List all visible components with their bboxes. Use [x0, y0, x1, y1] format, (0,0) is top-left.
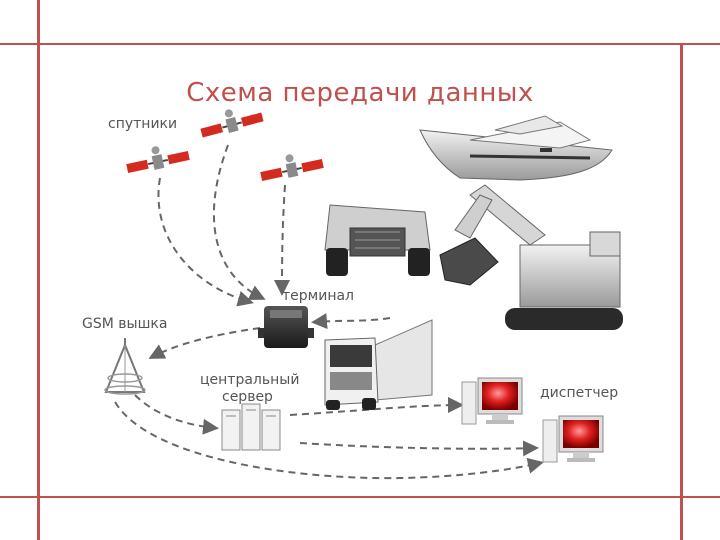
satellite-icon — [125, 146, 191, 175]
dispatcher-label: диспетчер — [540, 385, 619, 401]
satellite-icon — [199, 109, 265, 139]
diagram-title: Схема передачи данных — [186, 78, 534, 108]
gps-terminal-icon — [258, 306, 314, 348]
frame-line-right — [680, 43, 683, 540]
excavator-icon — [439, 184, 623, 330]
central-server-label-line2: сервер — [222, 389, 273, 405]
gsm-tower-icon — [104, 338, 146, 395]
frame-line-bottom — [0, 496, 720, 498]
semi-truck-icon — [324, 319, 433, 410]
server-rack-icon — [221, 403, 281, 451]
arrow-server-dispatcher2 — [299, 440, 539, 457]
arrow-sat2-terminal — [212, 144, 266, 300]
data-flow-arrows — [114, 144, 544, 480]
arrow-server-dispatcher1 — [289, 397, 464, 416]
arrow-gsm-dispatcher — [114, 401, 544, 480]
terminal-label: терминал — [282, 288, 354, 304]
satellites-label: спутники — [108, 116, 178, 132]
arrow-terminal-gsm — [148, 327, 261, 359]
satellite-icon — [259, 154, 325, 183]
dispatcher-monitor-icon — [461, 377, 523, 425]
frame-line-left — [37, 0, 40, 540]
arrow-sat3-terminal — [274, 184, 291, 296]
yacht-icon — [419, 115, 613, 181]
mining-truck-icon — [324, 204, 431, 276]
gsm-tower-label: GSM вышка — [82, 316, 168, 332]
dispatcher-monitor-icon — [542, 415, 604, 463]
frame-line-top — [0, 43, 720, 45]
arrow-gsm-server — [134, 394, 219, 435]
arrow-vehicles-terminal — [311, 313, 391, 330]
arrow-sat1-terminal — [157, 177, 254, 307]
central-server-label-line1: центральный — [200, 372, 300, 388]
